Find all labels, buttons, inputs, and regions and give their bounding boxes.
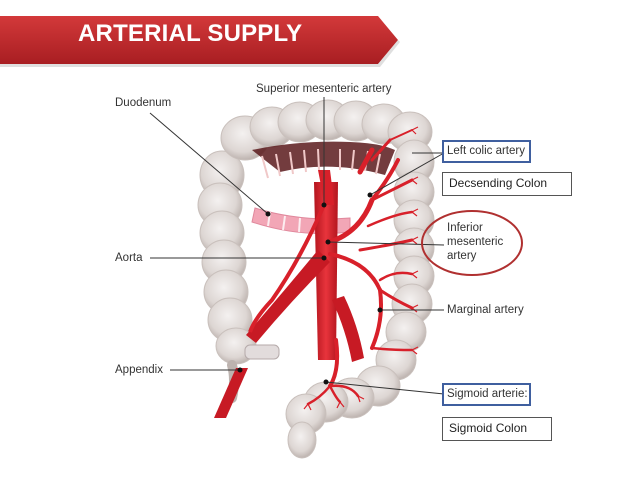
annotation-descending-colon: Decsending Colon bbox=[442, 172, 572, 196]
label-inferior-mesenteric-line2: mesenteric bbox=[447, 236, 504, 248]
leader-lines bbox=[149, 97, 445, 395]
terminal-branchlets bbox=[303, 126, 419, 411]
label-left-colic-artery: Left colic artery bbox=[447, 145, 525, 157]
label-appendix: Appendix bbox=[115, 364, 163, 376]
inferior-mesenteric-branches bbox=[306, 129, 414, 406]
annotation-sigmoid-colon: Sigmoid Colon bbox=[442, 417, 552, 441]
label-inferior-mesenteric-line1: Inferior bbox=[447, 222, 483, 234]
title-banner bbox=[0, 16, 400, 67]
leader-dots bbox=[237, 192, 383, 385]
label-sigmoid-arteries: Sigmoid arterie: bbox=[447, 388, 528, 400]
label-aorta: Aorta bbox=[115, 252, 143, 264]
iliac-artery-left bbox=[332, 296, 364, 362]
sigmoid-arteries-highlight-box bbox=[442, 383, 531, 406]
iliac-artery-right bbox=[246, 250, 330, 343]
slide-title: ARTERIAL SUPPLY bbox=[78, 20, 303, 47]
label-duodenum: Duodenum bbox=[115, 97, 172, 109]
aorta bbox=[314, 182, 338, 360]
left-colic-artery-highlight-box bbox=[442, 140, 531, 163]
colon bbox=[197, 99, 435, 459]
inferior-mesenteric-highlight-circle bbox=[421, 210, 523, 276]
label-marginal-artery: Marginal artery bbox=[447, 304, 524, 316]
label-inferior-mesenteric-line3: artery bbox=[447, 250, 477, 262]
superior-mesenteric-trunk bbox=[318, 170, 334, 205]
label-superior-mesenteric-artery: Superior mesenteric artery bbox=[256, 83, 392, 95]
